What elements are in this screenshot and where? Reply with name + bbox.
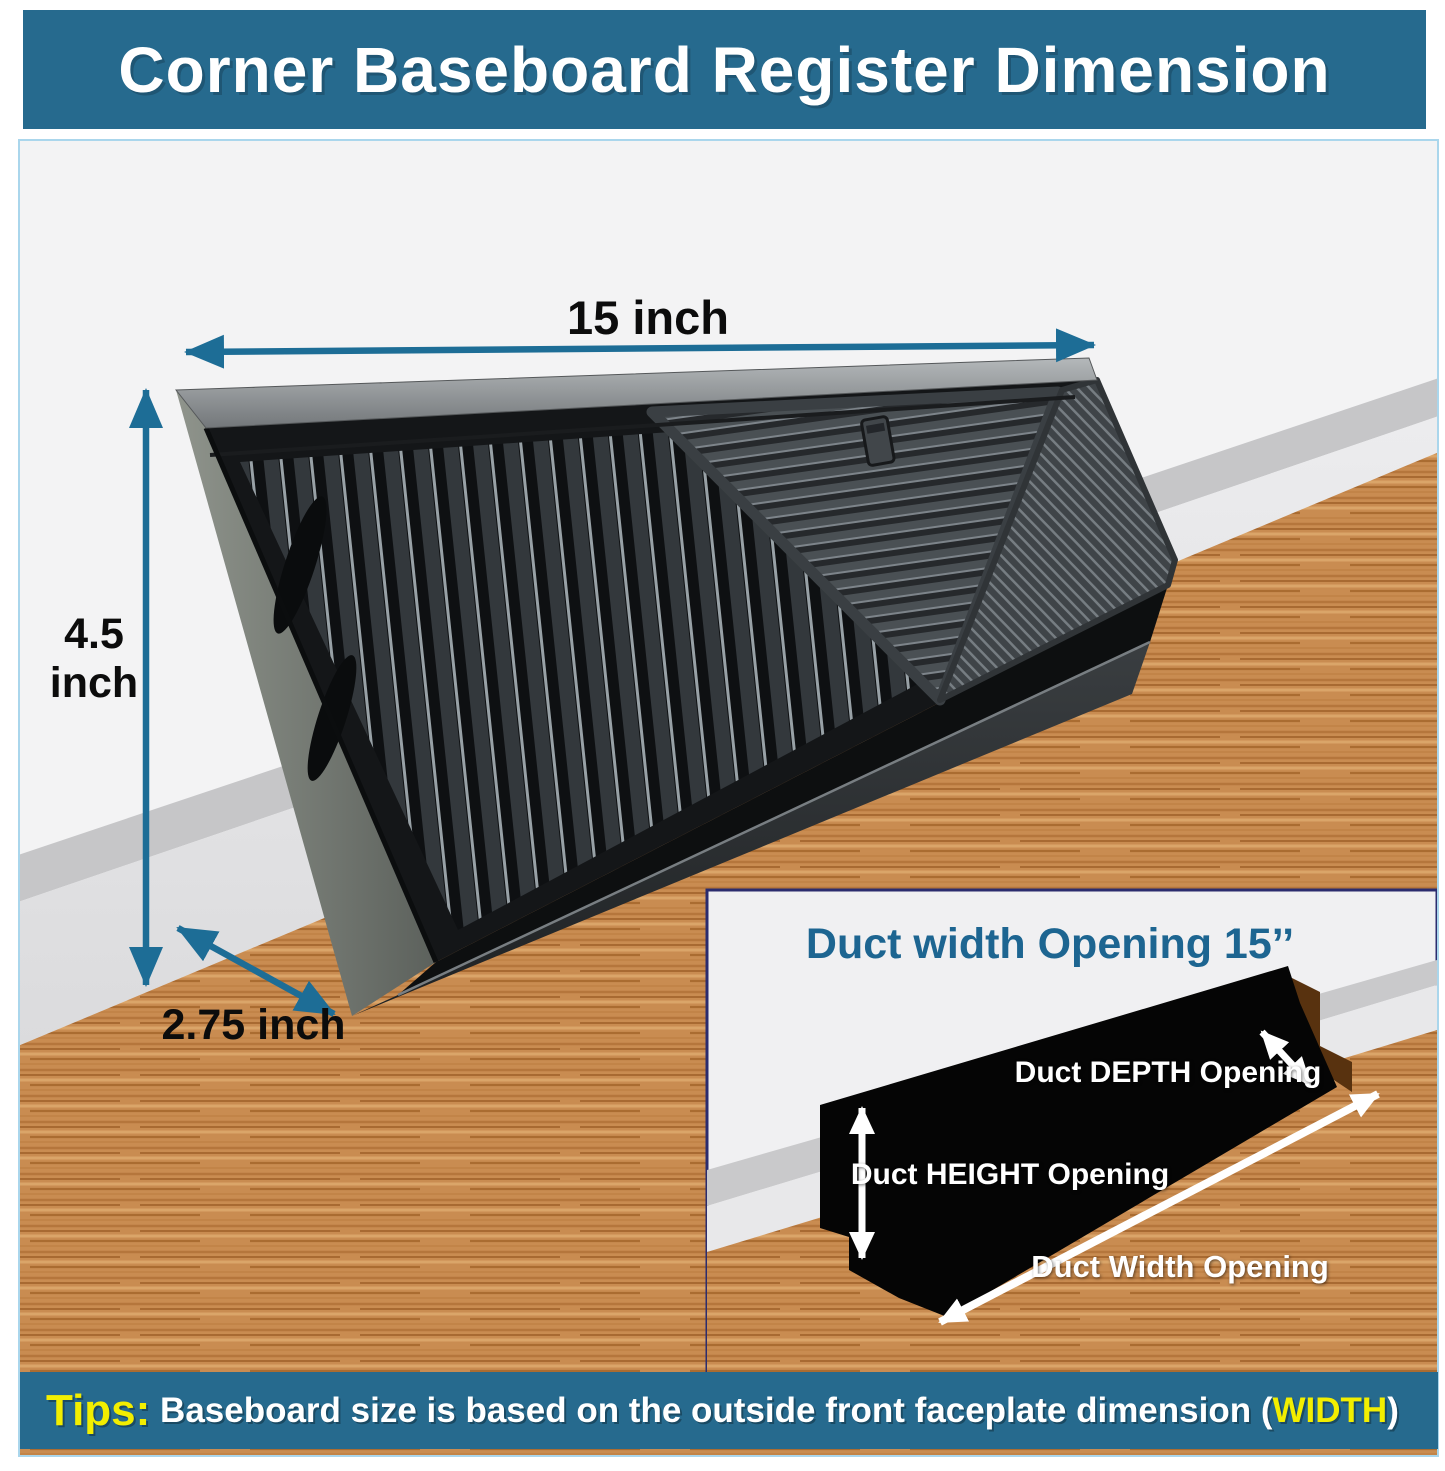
register-endcap-edge [203, 427, 439, 963]
height-dimension-label: 4.5 inch [38, 610, 150, 709]
duct-width-arrow [938, 1090, 1380, 1326]
height-dimension-unit: inch [49, 659, 139, 708]
tips-prefix: Tips: [46, 1385, 151, 1435]
inset-title: Duct width Opening 15’’ [805, 920, 1295, 968]
register-lower-frame [398, 585, 1168, 995]
width-dimension-arrow [184, 328, 1096, 369]
duct-height-label: Duct HEIGHT Opening [850, 1158, 1170, 1191]
duct-depth-label: Duct DEPTH Opening [1014, 1056, 1322, 1089]
page-title: Corner Baseboard Register Dimension [118, 33, 1331, 106]
photo-frame [18, 139, 1439, 1457]
tips-paren-open: ( [1260, 1390, 1273, 1430]
tips-highlight: WIDTH [1272, 1390, 1388, 1430]
register-end-slot [273, 496, 327, 634]
depth-dimension-arrow [176, 925, 336, 1017]
duct-depth-arrow [1259, 1029, 1313, 1087]
register-top-seam [209, 395, 1076, 457]
tips-bar: Tips: Baseboard size is based on the out… [20, 1372, 1438, 1449]
register-end-cap [176, 390, 436, 1016]
inset-corner-bracket [1286, 978, 1352, 1092]
duct-width-label: Duct Width Opening [1031, 1249, 1329, 1284]
height-dimension-value: 4.5 [64, 610, 124, 658]
dimension-arrows [129, 328, 1096, 1017]
header-banner: Corner Baseboard Register Dimension [23, 10, 1426, 129]
width-dimension-label: 15 inch [567, 291, 729, 344]
baseboard-register-photo [174, 357, 1178, 1016]
tips-body: Baseboard size is based on the outside f… [150, 1390, 1261, 1430]
depth-dimension-label: 2.75 inch [161, 1001, 346, 1049]
duct-opening-inset [705, 888, 1437, 1375]
damper-lever [860, 415, 896, 467]
register-ribbed-end [937, 377, 1178, 703]
tips-paren-close: ) [1387, 1390, 1399, 1430]
register-skirt-fold-line [397, 640, 1151, 997]
